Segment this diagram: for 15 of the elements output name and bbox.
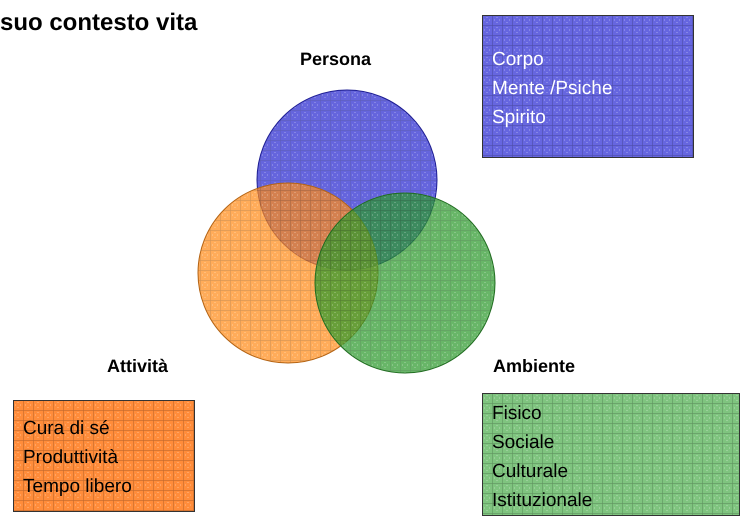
list-item: Sociale: [492, 431, 554, 455]
list-item: Mente /Psiche: [492, 77, 612, 101]
list-item: Tempo libero: [23, 475, 132, 499]
title: suo contesto vita: [0, 8, 198, 38]
list-item: Corpo: [492, 48, 544, 72]
circle-label: Ambiente: [493, 356, 576, 377]
venn-circle: [314, 192, 496, 374]
list-item: Produttività: [23, 446, 118, 470]
list-item: Culturale: [492, 460, 568, 484]
circle-label: Attività: [107, 356, 168, 377]
list-item: Spirito: [492, 106, 546, 130]
circle-label: Persona: [300, 49, 372, 70]
list-item: Fisico: [492, 402, 542, 426]
list-item: Istituzionale: [492, 489, 592, 513]
list-item: Cura di sé: [23, 417, 110, 441]
